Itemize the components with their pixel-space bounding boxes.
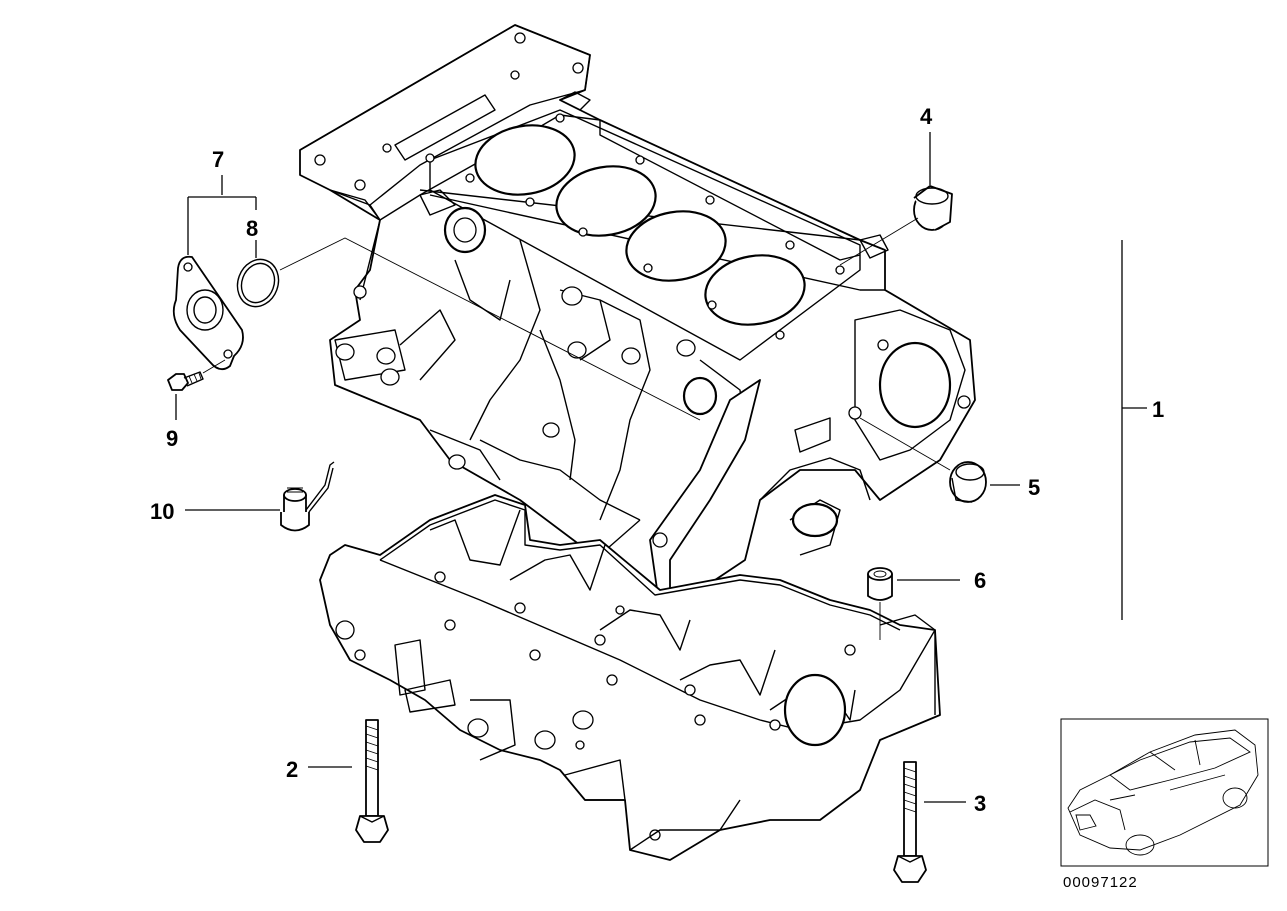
gasket-7 xyxy=(172,255,244,371)
callout-5: 5 xyxy=(1028,475,1040,500)
bolt-9 xyxy=(167,371,204,391)
bolt-2 xyxy=(355,719,389,843)
bolt-3 xyxy=(893,761,927,883)
vehicle-thumbnail xyxy=(1060,718,1269,867)
callout-2: 2 xyxy=(286,757,298,782)
leader-lines xyxy=(175,132,1147,803)
callout-8: 8 xyxy=(246,216,258,241)
diagram-reference-number: 00097122 xyxy=(1063,874,1138,891)
callout-1: 1 xyxy=(1152,397,1164,422)
callout-6: 6 xyxy=(974,568,986,593)
engine-block-upper xyxy=(299,24,976,611)
callout-9: 9 xyxy=(166,426,178,451)
car-outline-icon xyxy=(1067,729,1259,856)
pressure-switch-10 xyxy=(280,461,335,532)
engine-block-lower xyxy=(319,494,941,861)
sealing-cap-5 xyxy=(949,461,987,503)
callout-7: 7 xyxy=(212,147,224,172)
callout-10: 10 xyxy=(150,499,174,524)
dowel-sleeve-6 xyxy=(867,567,893,601)
sealing-cap-4 xyxy=(913,185,953,231)
o-ring-8 xyxy=(236,258,280,308)
callout-4: 4 xyxy=(920,104,933,129)
callout-3: 3 xyxy=(974,791,986,816)
